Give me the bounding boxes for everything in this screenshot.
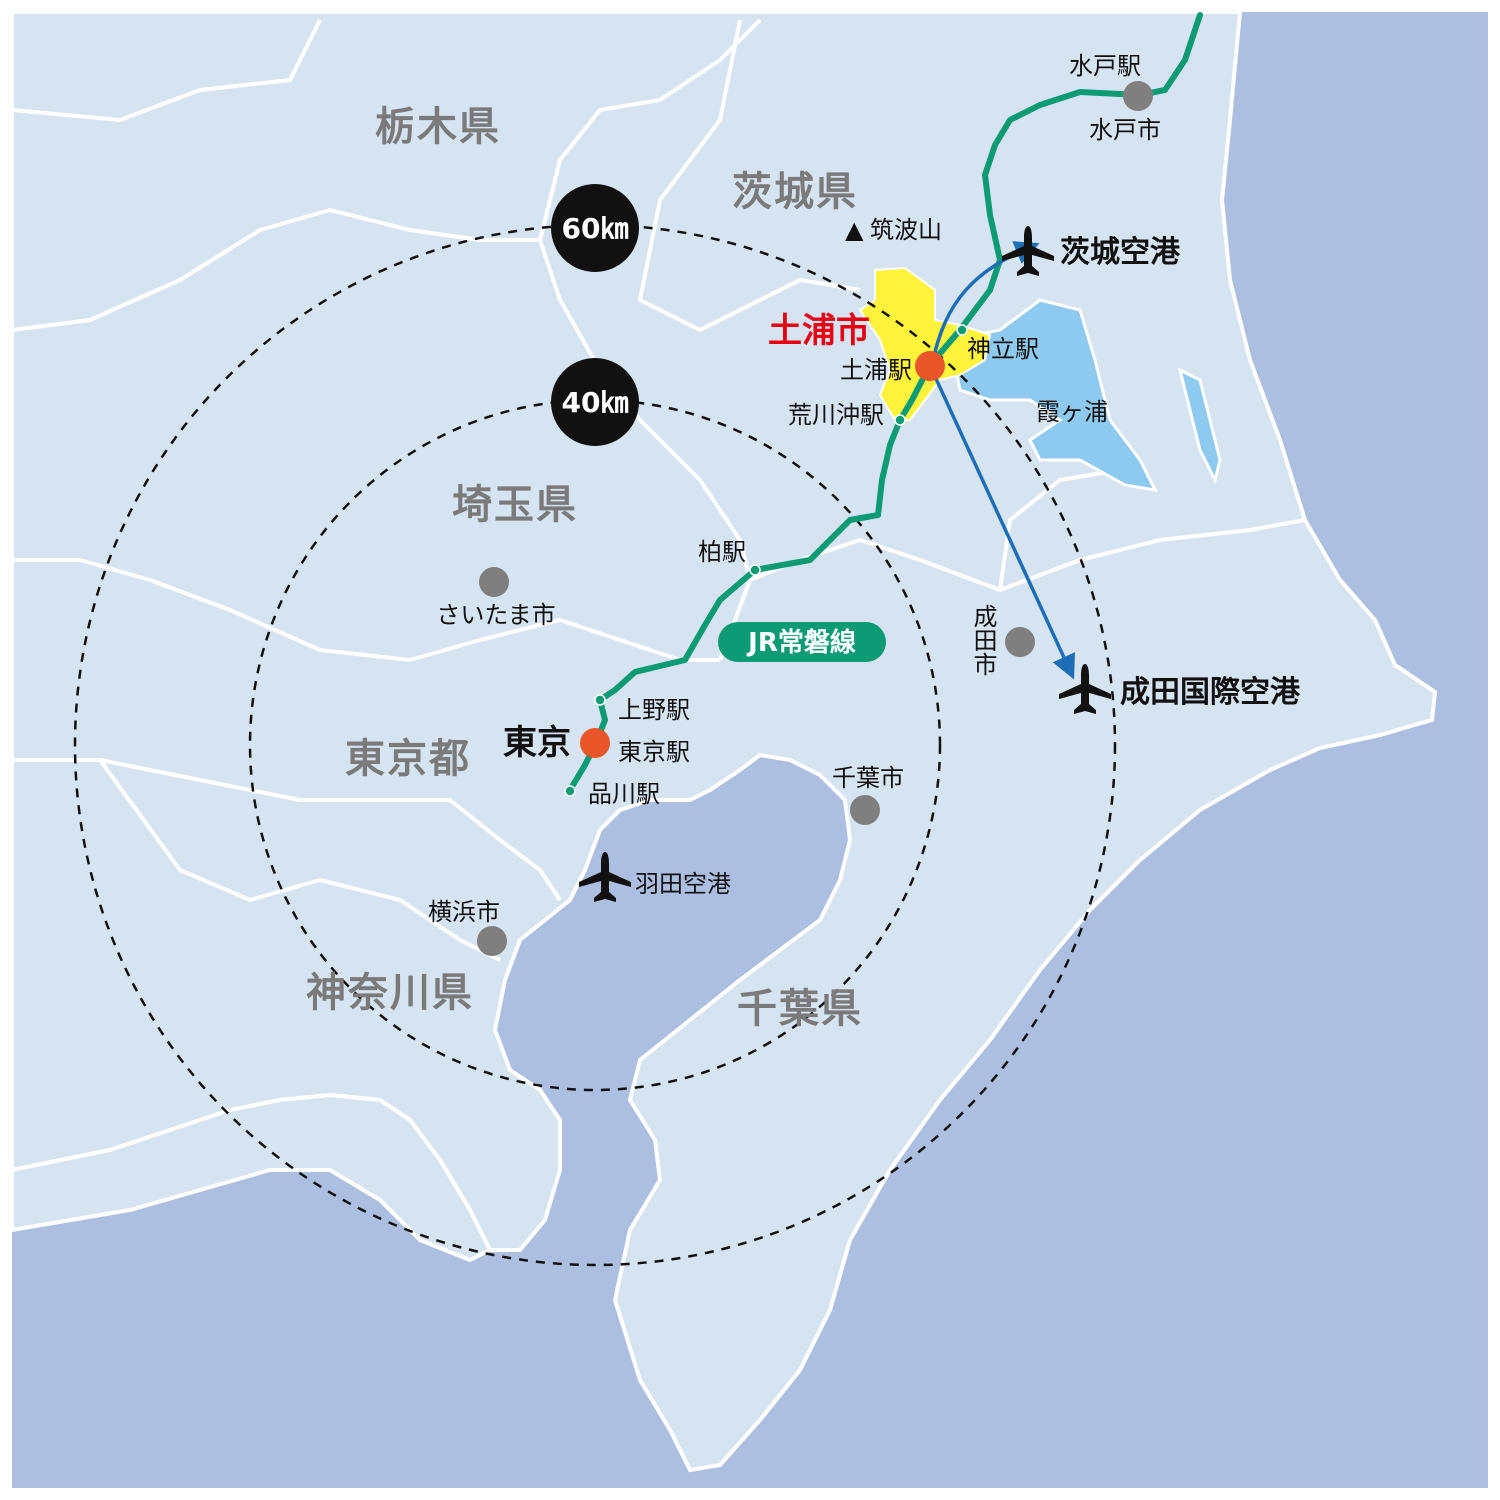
label-tsukuba: 筑波山 [870, 216, 942, 244]
label-tokyo: 東京 [503, 723, 571, 763]
pref-saitama: 埼玉県 [452, 482, 578, 528]
station-dot-icon [580, 728, 610, 758]
station-point-kashiwa [749, 564, 761, 576]
station-point-arakawaoki [894, 414, 906, 426]
label-tsuchiura-city: 土浦市 [768, 311, 870, 351]
arrow-to-narita-airport [930, 369, 1075, 680]
ring-40km-label: 40㎞ [562, 386, 629, 419]
label-mito-city: 水戸市 [1089, 116, 1161, 144]
label-shinagawa-station: 品川駅 [588, 780, 660, 808]
pref-tokyo: 東京都 [345, 736, 471, 782]
label-kashiwa-station: 柏駅 [698, 538, 746, 566]
label-ibaraki-airport: 茨城空港 [1060, 235, 1181, 270]
label-tokyo-station: 東京駅 [618, 738, 690, 766]
ring-40km-badge: 40㎞ [551, 358, 639, 446]
city-dot-icon [1005, 627, 1035, 657]
pref-chiba: 千葉県 [737, 986, 863, 1032]
city-dot-icon [479, 567, 509, 597]
mountain-icon: ▲ [845, 216, 864, 244]
label-chiba-city: 千葉市 [832, 764, 904, 792]
pref-ibaraki: 茨城県 [732, 169, 858, 215]
label-ueno-station: 上野駅 [618, 696, 690, 724]
joban-line [567, 12, 1203, 793]
kasumigaura-lake [948, 298, 1158, 492]
station-point-shinagawa [564, 785, 576, 797]
station-point-ueno [594, 694, 606, 706]
label-yokohama-city: 横浜市 [428, 898, 500, 926]
kanagawa-peninsula [10, 1092, 493, 1263]
pref-tochigi: 栃木県 [375, 104, 501, 150]
pref-kanagawa: 神奈川県 [306, 970, 474, 1016]
kitaura-lake [1177, 367, 1222, 485]
label-tsuchiura-station: 土浦駅 [840, 356, 912, 384]
prefecture-borders [11, 18, 1306, 962]
ring-60km-badge: 60㎞ [551, 184, 639, 272]
label-kandatsu-station: 神立駅 [967, 335, 1039, 363]
label-mito-station: 水戸駅 [1069, 52, 1141, 80]
station-dot-icon [915, 351, 945, 381]
joban-line-badge [718, 622, 886, 662]
ring-40km [248, 398, 942, 1092]
label-narita-city: 成田市 [969, 604, 997, 676]
label-kasumigaura: 霞ヶ浦 [1036, 398, 1108, 426]
ring-60km-label: 60㎞ [562, 212, 629, 245]
city-dot-icon [1123, 81, 1153, 111]
label-joban-line: JR常磐線 [746, 627, 856, 658]
label-narita-airport: 成田国際空港 [1120, 675, 1301, 710]
city-dot-icon [850, 795, 880, 825]
label-haneda-airport: 羽田空港 [635, 870, 731, 898]
label-saitama-city: さいたま市 [436, 601, 555, 629]
city-dot-icon [477, 926, 507, 956]
station-point-kandatsu [956, 324, 968, 336]
label-arakawaoki-station: 荒川沖駅 [788, 401, 884, 429]
